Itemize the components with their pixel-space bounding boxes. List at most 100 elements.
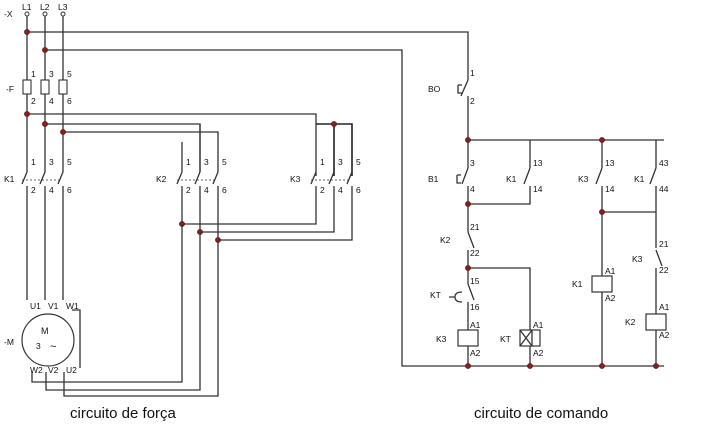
line-l1-label: L1 [22, 2, 32, 12]
power-circuit: -X L1 L2 L3 -F 1 3 5 2 4 6 [4, 2, 469, 422]
junction [42, 121, 48, 127]
line-l3-label: L3 [58, 2, 68, 12]
coil-kt [519, 324, 541, 366]
kt-contact-top: 15 [470, 276, 480, 286]
fuse-num: 6 [67, 96, 72, 106]
k3-num: 4 [338, 185, 343, 195]
kt-timed-contact [467, 283, 475, 324]
k1-aux-top: 43 [659, 158, 669, 168]
k3-aux-tag: K3 [578, 174, 589, 184]
coil-k2-a2: A2 [659, 330, 670, 340]
terminal-tag: -X [4, 9, 13, 19]
motor-w1-side [72, 309, 81, 368]
motor-u2-return [63, 240, 219, 397]
bus-l3 [63, 131, 219, 172]
coil-k1-a2: A2 [605, 293, 616, 303]
k2-num: 3 [204, 157, 209, 167]
control-circuit-caption: circuito de comando [474, 405, 608, 422]
k3-num: 1 [320, 157, 325, 167]
terminal-l1 [24, 11, 30, 17]
fuse-tag: -F [6, 84, 14, 94]
k1-aux-bottom: 44 [659, 184, 669, 194]
b1-bottom: 4 [470, 184, 475, 194]
b1-top: 3 [470, 158, 475, 168]
terminal-l2 [42, 11, 48, 17]
control-feed-l2 [45, 49, 468, 367]
b1-start-button [461, 140, 469, 232]
bo-top: 1 [470, 68, 475, 78]
k2-k3-link2 [199, 196, 335, 233]
bo-actuator [457, 84, 462, 94]
coil-k2-a1: A1 [659, 302, 670, 312]
k3-num: 6 [356, 185, 361, 195]
coil-kt-a2: A2 [533, 348, 544, 358]
fuse-num: 3 [49, 69, 54, 79]
k2-nc-bottom: 22 [470, 248, 480, 258]
bo-stop-button [460, 60, 469, 140]
k1-to-motor [26, 196, 64, 300]
k1-seal-top: 13 [533, 158, 543, 168]
fuse-num: 2 [31, 96, 36, 106]
junction [465, 201, 471, 207]
junction [465, 265, 471, 271]
motor-terminal-u1: U1 [30, 301, 41, 311]
k3-nc-tag: K3 [632, 254, 643, 264]
kt-timer-actuator [449, 291, 463, 303]
k3-aux-top: 13 [605, 158, 615, 168]
junction [42, 47, 48, 53]
b1-tag: B1 [428, 174, 439, 184]
motor-terminal-w1: W1 [66, 301, 79, 311]
k1-num: 1 [31, 157, 36, 167]
coil-k3-a2: A2 [470, 348, 481, 358]
k3-num: 2 [320, 185, 325, 195]
coil-kt-tag: KT [500, 334, 511, 344]
coil-k1-tag: K1 [572, 279, 583, 289]
k1-num: 3 [49, 157, 54, 167]
junction [60, 129, 66, 135]
junction [331, 121, 337, 127]
fuse-f3 [58, 79, 68, 95]
junction [24, 111, 30, 117]
motor-terminal-u2: U2 [66, 365, 77, 375]
control-feed-l1 [27, 31, 469, 60]
line-l2-label: L2 [40, 2, 50, 12]
k2-k3-link3 [217, 196, 353, 241]
k1-seal-contact [468, 140, 531, 205]
k2-main-contacts [176, 171, 219, 196]
coil-k2-tag: K2 [625, 317, 636, 327]
k3-aux-contact [595, 140, 603, 270]
coil-k1 [591, 270, 613, 366]
motor-v2-return [45, 232, 201, 391]
k1-main-contacts [21, 171, 64, 196]
fuse-num: 1 [31, 69, 36, 79]
junction [527, 363, 533, 369]
k2-nc-top: 21 [470, 222, 480, 232]
k1-num: 4 [49, 185, 54, 195]
k1-num: 2 [31, 185, 36, 195]
kt-contact-tag: KT [430, 290, 441, 300]
coil-k3 [457, 324, 479, 366]
junction [465, 363, 471, 369]
motor-w2-return [31, 224, 183, 383]
k3-nc-contact [655, 212, 663, 312]
motor-terminal-v1: V1 [48, 301, 59, 311]
k3-nc-bottom: 22 [659, 265, 669, 275]
coil-k2 [645, 312, 667, 366]
motor-terminal-v2: V2 [48, 365, 59, 375]
k1-seal-tag: K1 [506, 174, 517, 184]
k1-aux-tag: K1 [634, 174, 645, 184]
k1-tag: K1 [4, 174, 15, 184]
k1-num: 5 [67, 157, 72, 167]
fuse-num: 4 [49, 96, 54, 106]
bus-l1 [27, 113, 317, 176]
k2-num: 6 [222, 185, 227, 195]
junction [599, 209, 605, 215]
k2-tag: K2 [156, 174, 167, 184]
power-circuit-caption: circuito de força [70, 405, 177, 422]
k2-nc-tag: K2 [440, 235, 451, 245]
junction [24, 29, 30, 35]
terminal-l3 [60, 11, 66, 17]
k1-num: 6 [67, 185, 72, 195]
k3-num: 3 [338, 157, 343, 167]
